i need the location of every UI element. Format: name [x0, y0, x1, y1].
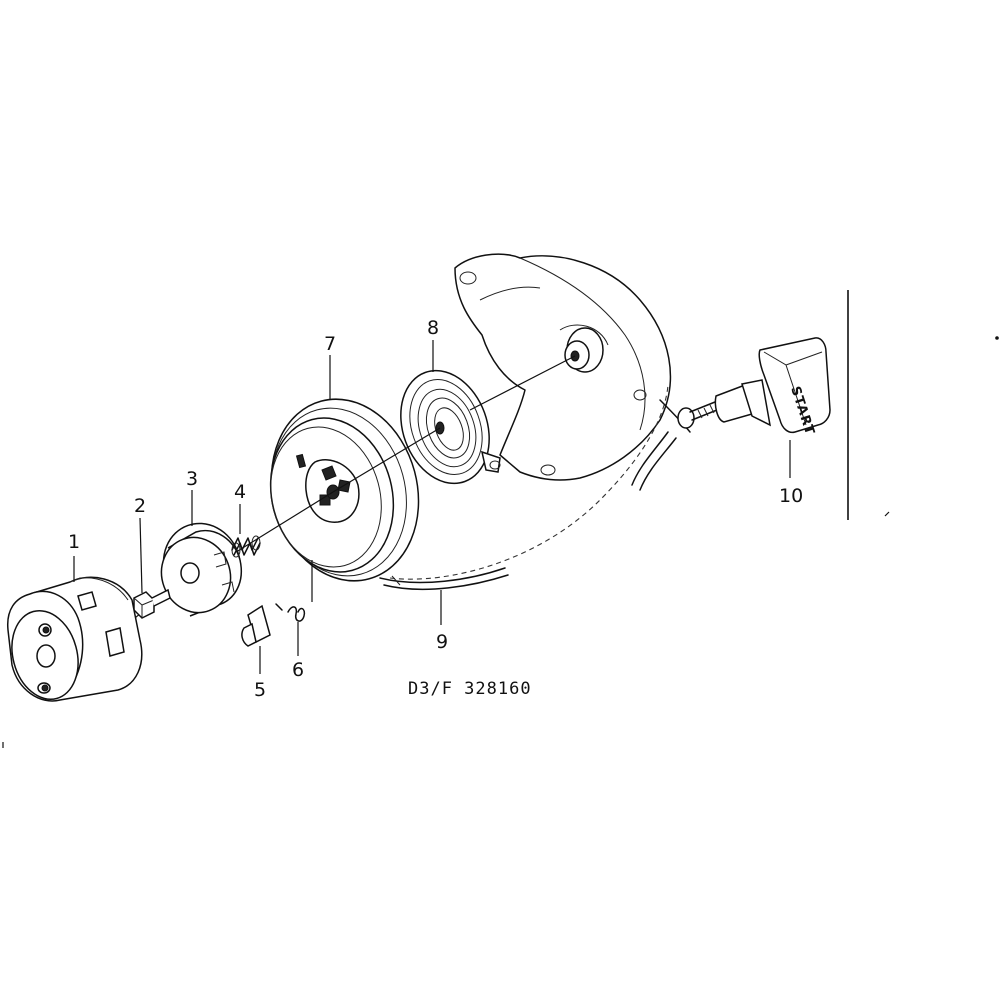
start-handle: START: [689, 337, 831, 437]
callout-10: 10: [779, 485, 803, 507]
callout-4: 4: [234, 481, 246, 503]
starter-cup: [7, 576, 143, 702]
pawl-spring: [275, 603, 306, 622]
margin-mark: [995, 336, 999, 340]
callout-9: 9: [436, 631, 448, 653]
callout-7: 7: [324, 333, 336, 355]
starter-rope: [379, 567, 509, 591]
rope-pulley: [269, 398, 420, 582]
compression-spring: [231, 535, 261, 558]
bolt: [133, 588, 171, 619]
leader-lines: [73, 340, 791, 674]
callout-2: 2: [134, 495, 146, 517]
callout-5: 5: [254, 679, 266, 701]
callout-labels: 1 2 3 4 5 6 7 8 9 10: [68, 317, 803, 701]
ratchet-plate: [160, 522, 242, 617]
drawing-code: D3/F 328160: [408, 679, 532, 699]
rope-guide: [631, 399, 695, 491]
margin-tick: [884, 511, 890, 517]
callout-8: 8: [427, 317, 439, 339]
callout-1: 1: [68, 531, 80, 553]
callout-3: 3: [186, 468, 198, 490]
callout-6: 6: [292, 659, 304, 681]
starter-housing: [389, 253, 672, 580]
recoil-spring: [400, 369, 501, 485]
pawl: [241, 604, 271, 647]
